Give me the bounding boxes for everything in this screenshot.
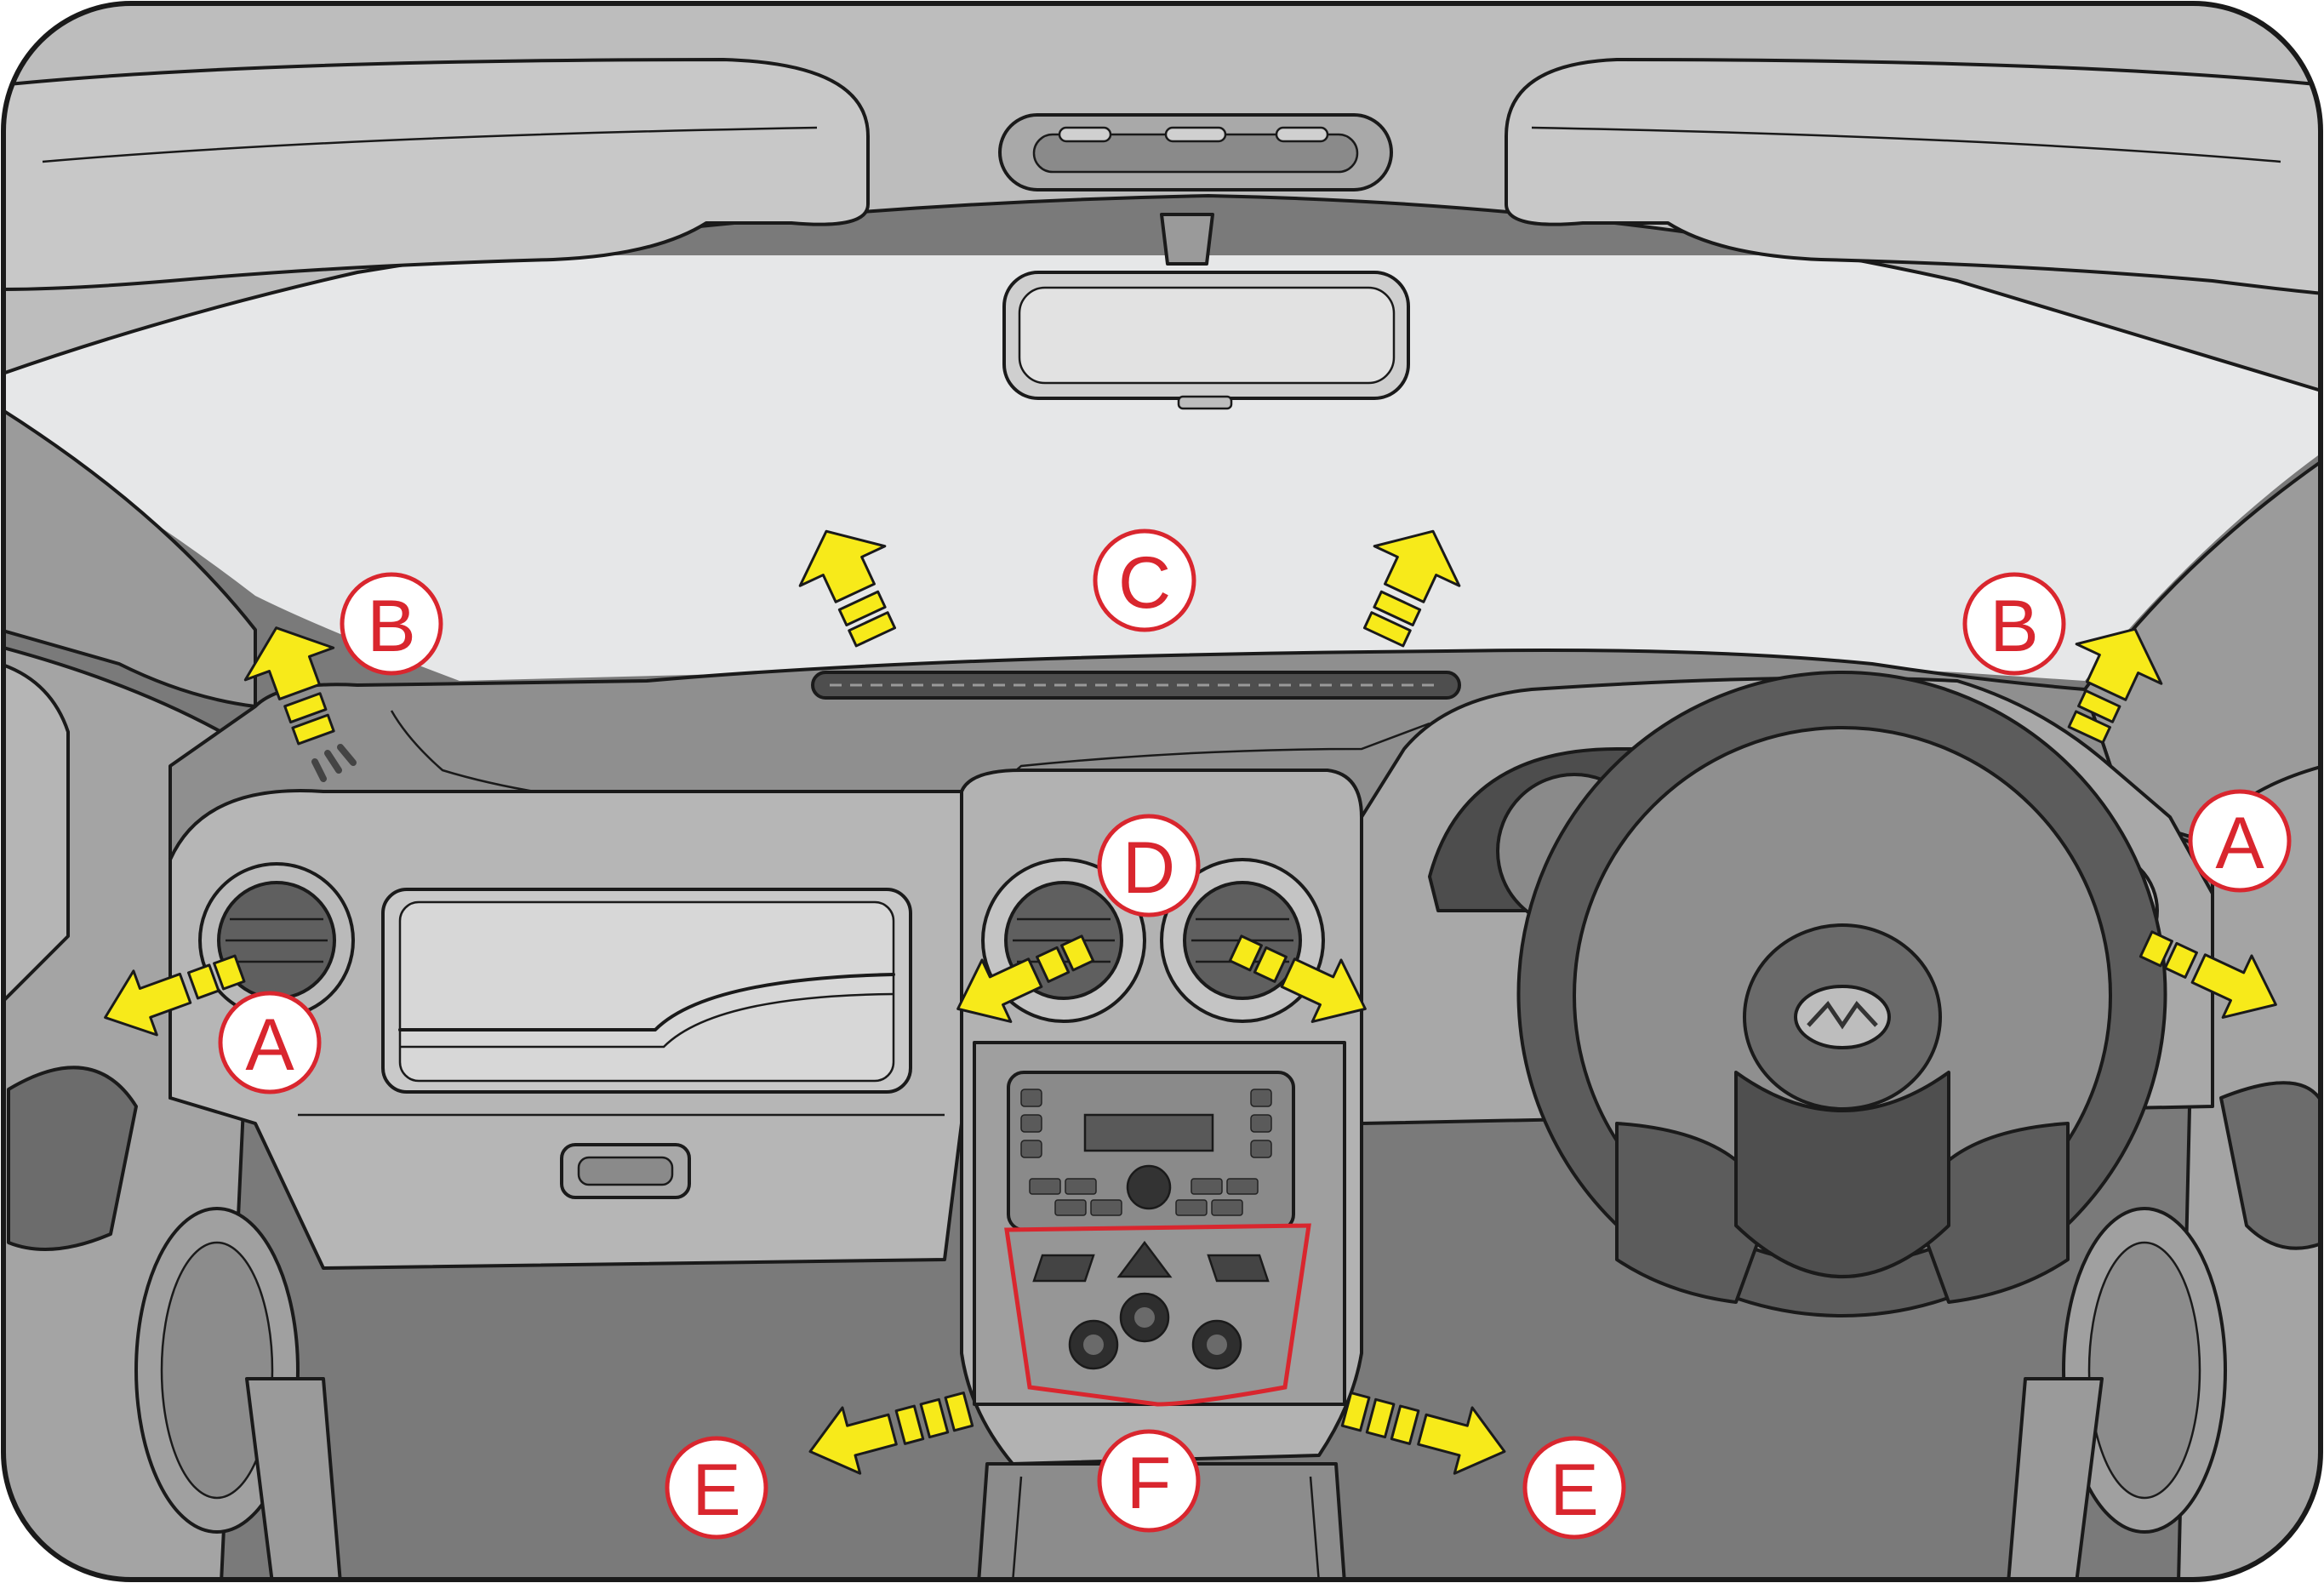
airflow-arrow-a-right	[2138, 930, 2277, 1019]
callout-a-left: A	[218, 991, 322, 1094]
callout-b-left: B	[340, 572, 443, 676]
glove-box	[298, 888, 945, 1199]
steering-wheel	[1516, 671, 2167, 1317]
dome-light	[998, 113, 1393, 191]
airflow-arrow-b-right	[2067, 627, 2163, 745]
label-a-right: A	[2215, 803, 2264, 884]
label-e-left: E	[692, 1449, 740, 1531]
sun-visor-right	[1505, 58, 2321, 295]
callout-a-right: A	[2188, 789, 2292, 893]
airflow-arrow-c-left	[798, 529, 897, 648]
windshield	[3, 255, 2321, 681]
rear-view-mirror	[1002, 213, 1410, 410]
airflow-arrows	[104, 529, 2277, 1475]
callout-c: C	[1093, 529, 1196, 632]
label-f: F	[1127, 1443, 1172, 1524]
airflow-arrow-e-left	[808, 1392, 974, 1475]
callout-d: D	[1097, 814, 1201, 917]
callout-f: F	[1097, 1429, 1201, 1533]
airflow-arrow-c-right	[1362, 529, 1461, 648]
callout-e-left: E	[665, 1436, 768, 1540]
label-c: C	[1118, 542, 1171, 624]
sun-visor-left	[3, 58, 870, 291]
airflow-arrow-b-left	[243, 626, 335, 746]
label-e-right: E	[1550, 1449, 1598, 1531]
callout-b-right: B	[1962, 572, 2066, 676]
a-pillar-left	[3, 407, 257, 708]
windshield-defrost-vent	[811, 671, 1461, 700]
airflow-arrow-d-right	[1228, 934, 1367, 1023]
label-b-left: B	[367, 586, 415, 667]
label-d: D	[1122, 827, 1175, 909]
airflow-arrow-d-left	[956, 934, 1095, 1023]
airflow-arrow-e-right	[1340, 1392, 1506, 1475]
callout-e-right: E	[1522, 1436, 1626, 1540]
hvac-control-panel	[1004, 1223, 1311, 1407]
airflow-arrow-a-left	[104, 954, 246, 1037]
callout-labels: B C B D A A E F	[218, 529, 2292, 1540]
label-a-left: A	[245, 1004, 294, 1086]
label-b-right: B	[1990, 586, 2038, 667]
air-vent-center-left	[981, 858, 1146, 1023]
